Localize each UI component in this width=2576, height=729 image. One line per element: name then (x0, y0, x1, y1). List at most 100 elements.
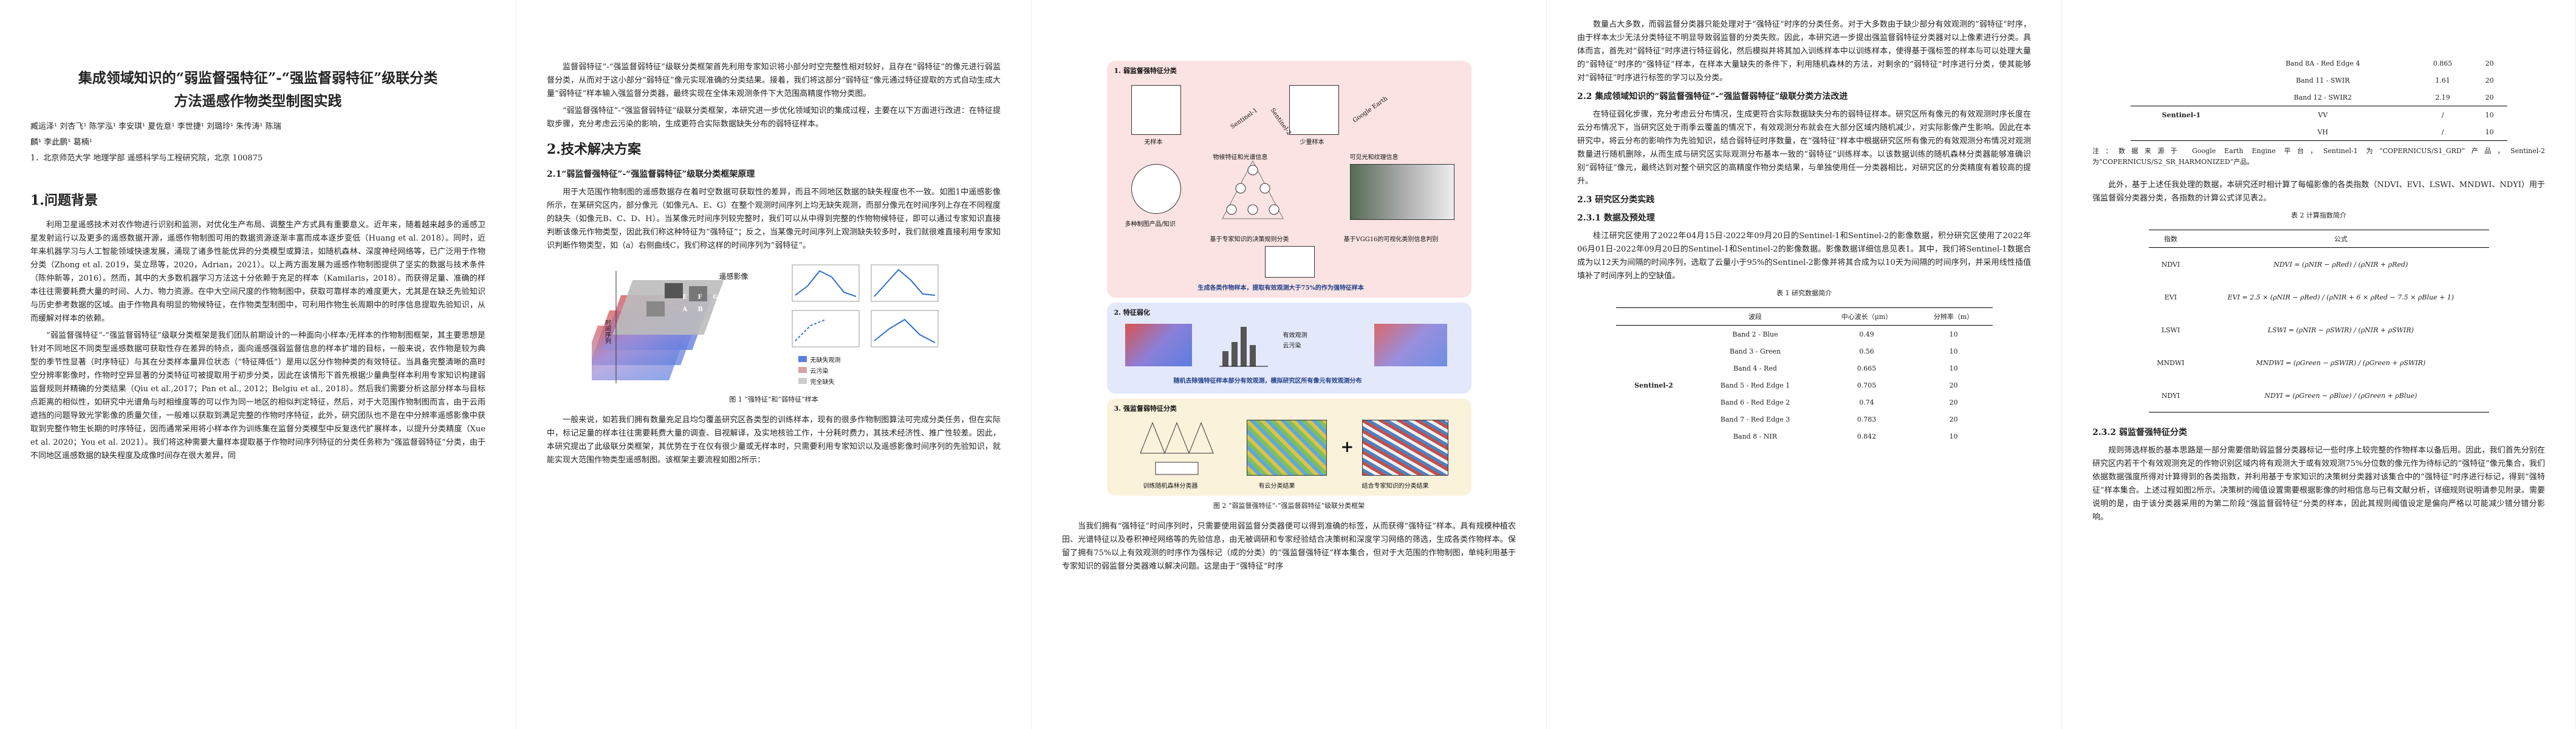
label-final: 结合专家知识的分类结果 (1362, 483, 1429, 490)
paragraph-2-3-2: 规则筛选样板的基本思路是一部分需要借助弱监督分类器标记一些时序上较完整的作物样本… (2092, 446, 2545, 522)
heading-problem-background: 1.问题背景 (30, 193, 98, 208)
curve-panel-c (792, 310, 938, 347)
table-cell: 10 (1949, 364, 1958, 372)
figure-2-panel-3: 3. 强监督弱特征分类 训练随机森林分类器 有云分类结果 + 结合专家知识的分类… (1106, 399, 1471, 496)
title-line-2: 方法遥感作物类型制图实践 (174, 93, 342, 109)
plus-icon: + (1340, 438, 1354, 456)
label-vgg: 基于VGG16的可视化类别信息判别 (1343, 236, 1439, 243)
label-cloud-mask: 云污染 (1283, 343, 1301, 349)
label-no-sample: 无样本 (1144, 139, 1163, 146)
table-cell: NDYI (2161, 391, 2180, 400)
affiliation: 1．北京师范大学 地理学部 遥感科学与工程研究院，北京 100875 (30, 154, 263, 163)
table-cell: 0.842 (1857, 432, 1877, 440)
formula-lswi: LSWI = (ρNIR − ρSWIR) / (ρNIR + ρSWIR) (2267, 326, 2414, 334)
table-cell: Band 5 - Red Edge 1 (1720, 381, 1790, 389)
table-2-header: 指数 公式 (2148, 230, 2489, 248)
heading-2-3: 2.3 研究区分类实践 (1577, 195, 1655, 205)
table-2-header-cell: 指数 (2163, 235, 2177, 243)
label-few-sample: 少量样本 (1300, 139, 1324, 146)
figure-2: 1. 弱监督强特征分类 无样本 少量样本 Sentinel-1 Sentinel… (1106, 61, 1471, 496)
page-1: 集成领域知识的“弱监督强特征”-“强监督弱特征”级联分类 方法遥感作物类型制图实… (0, 0, 516, 729)
table-cell: 0.783 (1857, 415, 1877, 423)
generated-samples-box (1264, 246, 1315, 278)
label-visual: 可见光和纹理信息 (1349, 154, 1399, 161)
table-cell: EVI (2164, 293, 2177, 301)
label-classify: 有云分类结果 (1258, 483, 1295, 490)
table-2: 指数 公式 NDVI NDVI = (ρNIR − ρRed) / (ρNIR +… (2148, 230, 2489, 412)
paragraph-background-2: “弱监督强特征”-“强监督弱特征”级联分类框架是我们团队前期设计的一种面向小样本… (30, 331, 485, 460)
letter-g: G (713, 294, 719, 301)
table-cell: Band 7 - Red Edge 3 (1720, 415, 1790, 423)
few-sample-box (1289, 85, 1339, 135)
paragraph-background-1: 利用卫星遥感技术对农作物进行识别和监测，对优化生产布局、调整生产方式具有重要意义… (30, 221, 485, 323)
label-generate: 生成各类作物样本，提取有效观测大于75%的作为强特征样本 (1197, 285, 1364, 292)
paragraph-p4-top: 数量占大多数，而弱监督分类器只能处理对于“强特征”时序的分类任务。对于大多数由于… (1577, 20, 2031, 83)
table-2-header-cell: 公式 (2334, 235, 2348, 243)
letter-d: D (728, 306, 734, 313)
final-map (1362, 420, 1448, 476)
table-cell: NDVI (2161, 260, 2180, 269)
label-valid-obs: 有效观测 (1283, 332, 1307, 339)
table-1-header-cell: 分辨率（m） (1914, 307, 1993, 326)
letter-b: B (697, 306, 703, 313)
table-cell: 2.19 (2435, 93, 2450, 101)
paragraph-p2-top: 监督弱特征”-“强监督弱特征”级联分类框架首先利用专家知识将小部分时空完整性相对… (547, 63, 1001, 98)
table-cell: / (2441, 111, 2444, 119)
letter-a: A (682, 306, 688, 313)
table-cell: 10 (1949, 432, 1958, 440)
page-3: 1. 弱监督强特征分类 无样本 少量样本 Sentinel-1 Sentinel… (1032, 0, 1547, 729)
paragraph-indices: 此外，基于上述任我处理的数据，本研究还时相计算了每幅影像的各类指数（NDVI、E… (2092, 180, 2545, 203)
section-2-title: 2. 特征弱化 (1114, 309, 1150, 317)
table-cell: VV (2318, 111, 2328, 119)
table-cell: LSWI (2161, 326, 2180, 334)
authors-line-1: 臧运泽¹ 刘杏飞¹ 陈学泓¹ 李安琪¹ 夏佐意¹ 李世捷¹ 刘璐玲¹ 朱传涛¹ … (30, 122, 281, 131)
label-google-earth: Google Earth (1351, 95, 1389, 125)
table-cell: 10 (2485, 111, 2494, 119)
authors-line-2: 麟¹ 李此鹏¹ 葛楠¹ (30, 138, 92, 147)
table-cell: Band 11 - SWIR (2296, 76, 2350, 84)
paper-title: 集成领域知识的“弱监督强特征”-“强监督弱特征”级联分类 方法遥感作物类型制图实… (30, 67, 485, 113)
letter-h: H (728, 294, 734, 301)
figure-1-svg (577, 264, 938, 384)
paragraph-2-1b: 一般来说，如若我们拥有数量充足且均匀覆盖研究区各类型的训练样本，现有的很多作物制… (547, 416, 1001, 465)
figure-2-panel-2: 2. 特征弱化 有效观测 云污染 随机去除强特征样本部分有效观测，模拟研究区所有… (1106, 303, 1471, 394)
table-cell: / (2441, 128, 2444, 136)
table-1-header-cell (1615, 307, 1692, 326)
weakened-output-stack (1374, 324, 1447, 366)
table-cell: 20 (2485, 59, 2494, 67)
weaken-input-stack (1125, 324, 1192, 366)
formula-ndvi: NDVI = (ρNIR − ρRed) / (ρNIR + ρRed) (2273, 260, 2408, 269)
heading-2-3-1: 2.3.1 数据及预处理 (1577, 213, 1655, 223)
paragraph-p3: 当我们拥有“强特征”时间序列时，只需要使用弱监督分类器便可以得到准确的标签，从而… (1062, 522, 1516, 571)
table-cell: Band 8A - Red Edge 4 (2286, 59, 2360, 67)
table-cell: 0.705 (1857, 381, 1877, 389)
label-train-rf: 训练随机森林分类器 (1143, 483, 1198, 490)
table-cell: Band 12 - SWIR2 (2293, 93, 2352, 101)
no-sample-box (1131, 85, 1181, 135)
table-1-caption: 表 1 研究数据简介 (1776, 289, 1832, 297)
table-cell (2131, 55, 2233, 72)
formula-evi: EVI = 2.5 × (ρNIR − ρRed) / (ρNIR + 6 × … (2227, 293, 2454, 301)
formula-ndyi: NDYI = (ρGreen − ρBlue) / (ρGreen + ρBlu… (2264, 391, 2417, 400)
paragraph-p2-top2: “弱监督强特征”-“强监督弱特征”级联分类框架，本研究进一步优化领域知识的集成过… (547, 106, 1001, 129)
table-cell: 10 (1949, 330, 1958, 338)
heading-2-2: 2.2 集成领域知识的“弱监督强特征”-“强监督弱特征”级联分类方法改进 (1577, 92, 1848, 101)
table-row: LSWI LSWI = (ρNIR − ρSWIR) / (ρNIR + ρSWI… (2149, 313, 2489, 346)
label-ruleset: 基于专家知识的决策规则分类 (1210, 236, 1289, 243)
classification-map (1246, 420, 1327, 476)
paragraph-2-2: 在特征弱化步骤，充分考虑云分布情况，生成更符合实际数据缺失分布的弱特征样本。研究… (1577, 110, 2031, 186)
formula-mndwi: MNDWI = (ρGreen − ρSWIR) / (ρGreen + ρSW… (2256, 358, 2426, 367)
table-cell: 10 (2485, 128, 2494, 136)
letter-f: F (697, 294, 702, 301)
table-cell: Band 3 - Green (1729, 347, 1781, 355)
page-2: 监督弱特征”-“强监督弱特征”级联分类框架首先利用专家知识将小部分时空完整性相对… (516, 0, 1032, 729)
